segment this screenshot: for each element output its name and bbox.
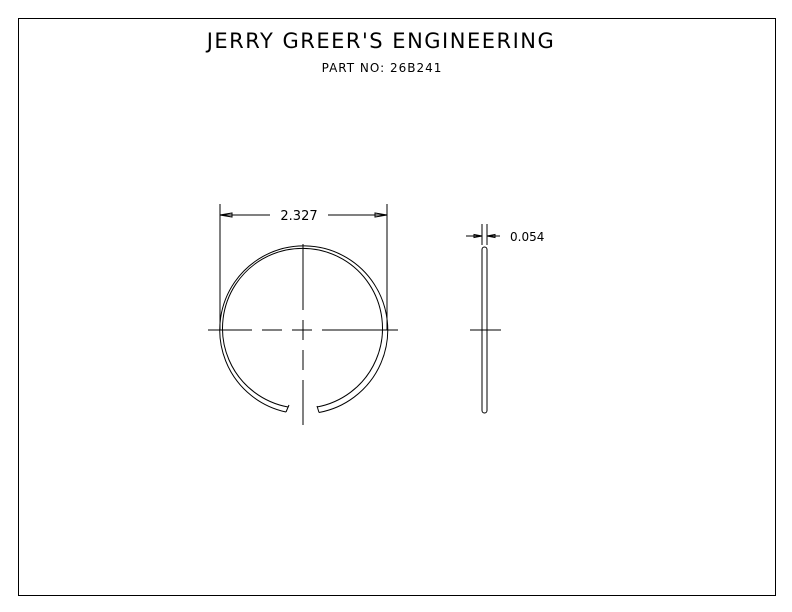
front-view [208,204,398,425]
part-number: PART NO: 26B241 [322,61,443,75]
ring-end-left [285,404,290,413]
thickness-arrowhead-right [486,233,496,239]
drawing-title: JERRY GREER'S ENGINEERING [205,29,556,53]
arrowhead-left [219,212,233,218]
thickness-dimension-label: 0.054 [510,230,544,244]
diameter-dimension-label: 2.327 [280,209,317,224]
ring-outer-arc [219,245,389,413]
sheet-border [18,18,776,596]
arrowhead-right [374,212,388,218]
side-view [466,224,501,414]
thickness-arrowhead-left [473,233,483,239]
ring-end-right [316,405,320,413]
